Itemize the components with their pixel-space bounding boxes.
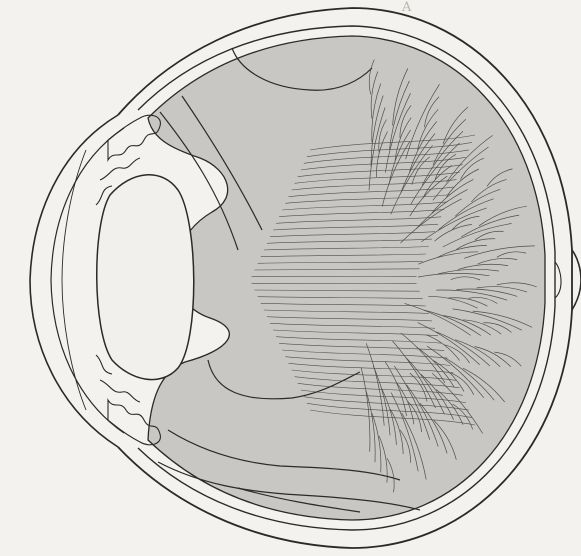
optic-nerve-stub	[572, 250, 581, 310]
lens	[97, 175, 194, 380]
vitreous-body	[148, 36, 545, 520]
anterior-chamber	[62, 150, 86, 410]
